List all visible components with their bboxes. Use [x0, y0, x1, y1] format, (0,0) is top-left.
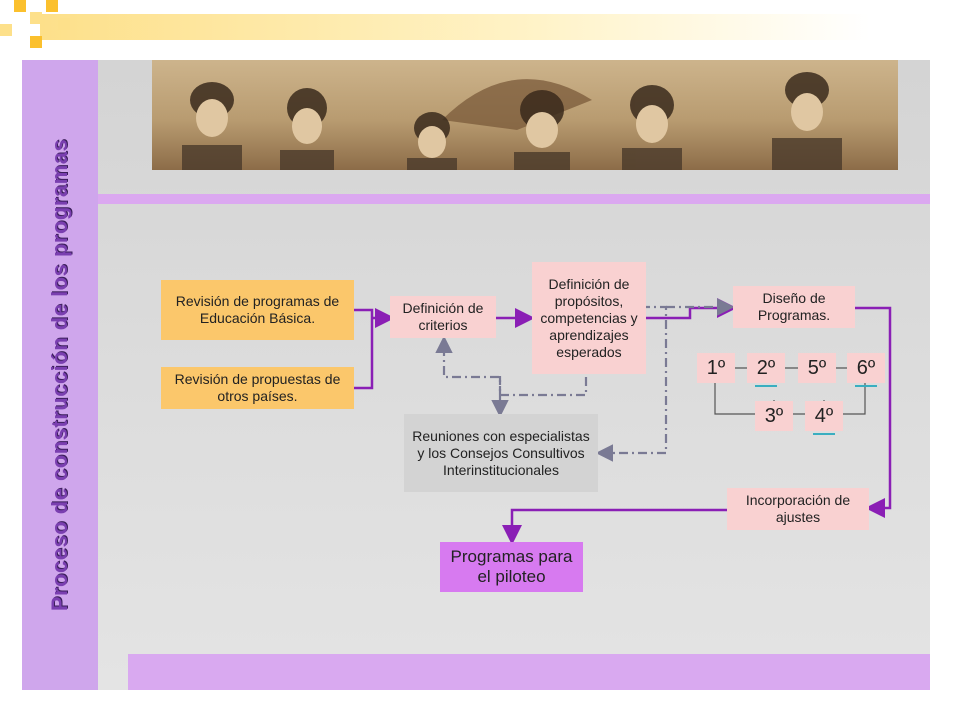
grade-box: 4º — [805, 401, 843, 431]
top-gradient-bar — [40, 14, 870, 40]
grade-box: 3º — [755, 401, 793, 431]
divider-band — [98, 194, 930, 204]
bottom-band — [128, 654, 930, 690]
grade-underline — [813, 433, 835, 435]
corner-squares-decoration — [0, 0, 80, 60]
node-definicion-criterios: Definición de criterios — [390, 296, 496, 338]
vintage-photo — [152, 60, 898, 170]
grade-box: 1º — [697, 353, 735, 383]
sidebar: Proceso de construcción de los programas — [22, 60, 98, 690]
grade-underline — [755, 385, 777, 387]
node-definicion-propositos: Definición de propósitos, competencias y… — [532, 262, 646, 374]
node-revision-programas: Revisión de programas de Educación Básic… — [161, 280, 354, 340]
node-programas-piloteo: Programas para el piloteo — [440, 542, 583, 592]
node-incorporacion-ajustes: Incorporación de ajustes — [727, 488, 869, 530]
grade-box: 6º — [847, 353, 885, 383]
node-revision-propuestas: Revisión de propuestas de otros países. — [161, 367, 354, 409]
node-diseno-programas: Diseño de Programas. — [733, 286, 855, 328]
grade-box: 5º — [798, 353, 836, 383]
grade-underline — [855, 385, 877, 387]
grade-box: 2º — [747, 353, 785, 383]
node-reuniones: Reuniones con especialistas y los Consej… — [404, 414, 598, 492]
